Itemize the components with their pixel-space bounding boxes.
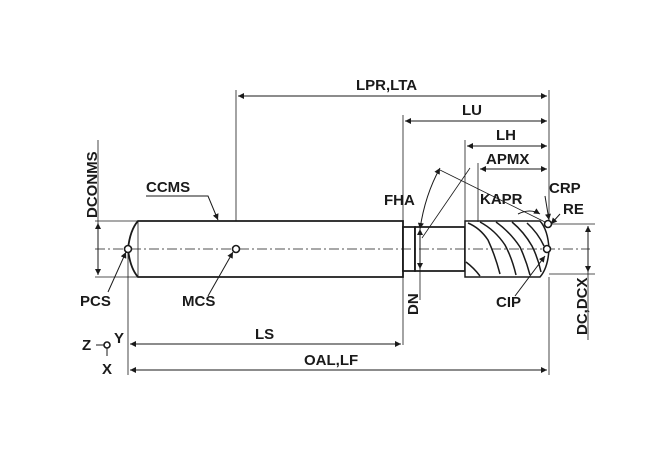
pcs-point (123, 244, 133, 254)
label-dn: DN (405, 293, 422, 315)
label-dconms: DCONMS (84, 151, 101, 218)
mcs-point (231, 244, 241, 254)
leaders (107, 195, 561, 297)
label-fha: FHA (384, 192, 415, 209)
cip-point (542, 244, 552, 254)
label-axis-x: X (102, 361, 112, 378)
crp-point (543, 219, 553, 229)
label-oal-lf: OAL,LF (304, 352, 358, 369)
label-cip: CIP (496, 294, 521, 311)
label-crp: CRP (549, 180, 581, 197)
kapr-arc (517, 208, 541, 215)
extension-lines (95, 90, 595, 375)
label-lpr-lta: LPR,LTA (356, 77, 417, 94)
flute-helix (465, 221, 545, 277)
label-ls: LS (255, 326, 274, 343)
label-mcs: MCS (182, 293, 215, 310)
label-pcs: PCS (80, 293, 111, 310)
label-dc-dcx: DC,DCX (574, 277, 591, 335)
label-apmx: APMX (486, 151, 529, 168)
fha-arc (417, 167, 441, 230)
label-kapr: KAPR (480, 191, 523, 208)
label-axis-y: Y (114, 330, 124, 347)
label-axis-z: Z (82, 337, 91, 354)
label-ccms: CCMS (146, 179, 190, 196)
label-lh: LH (496, 127, 516, 144)
label-re: RE (563, 201, 584, 218)
coordinate-axes-icon (96, 341, 111, 356)
dimension-lines (95, 93, 591, 373)
label-lu: LU (462, 102, 482, 119)
